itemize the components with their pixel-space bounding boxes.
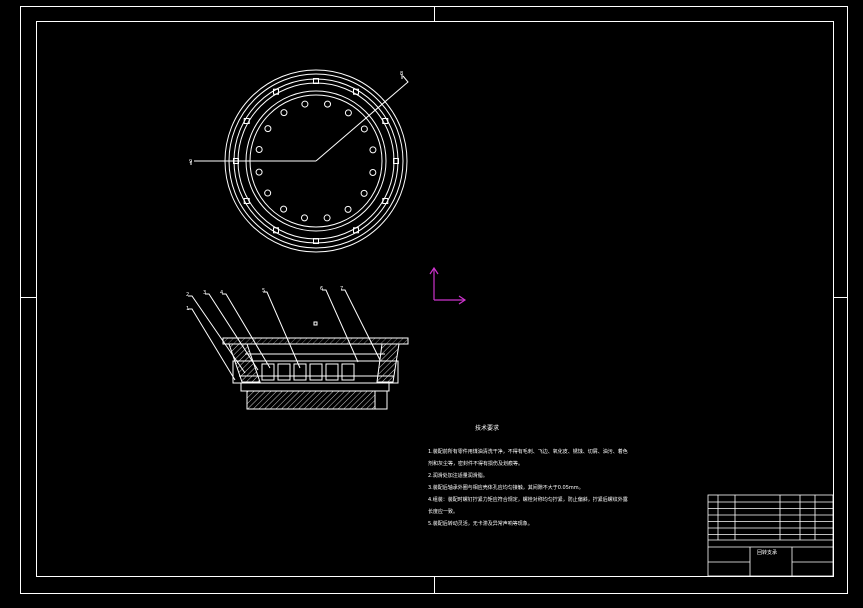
roller [309,363,323,381]
note-line: 4.组装：装配时螺钉拧紧力矩应符合规定，螺栓对称均匀拧紧，防止偏斜，拧紧后螺纹外… [428,497,628,503]
ring-slot [382,198,389,204]
bolt-hole [264,125,272,133]
leader-label-5: 5 [262,288,266,294]
bolt-hole [300,214,308,222]
note-line: 剂和灰尘等，密封件不得有损伤及划痕等。 [428,461,524,467]
rollers [261,363,355,381]
note-line: 1.装配前所有零件用煤油清洗干净，不得有毛刺、飞边、氧化皮、锈蚀、切屑、油污、着… [428,449,628,455]
ring-slot [243,198,250,204]
roller [261,363,275,381]
ring-slot [273,88,279,95]
note-line: 长度应一致。 [428,509,459,515]
roller [325,363,339,381]
bolt-hole [360,189,368,197]
ring-slot [382,118,389,124]
leader-label-9: 9 [189,159,193,165]
leader-label-6: 6 [320,286,324,292]
notes-title: 技术要求 [475,425,500,432]
bolt-hole [255,145,263,153]
leader-label-1: 1 [186,306,190,312]
bolt-hole [344,109,352,117]
technical-notes: 1.装配前所有零件用煤油清洗干净，不得有毛刺、飞边、氧化皮、锈蚀、切屑、油污、着… [428,446,690,530]
drawing-name: 回转支承 [757,550,778,556]
bolt-hole [264,189,272,197]
ring-slot [393,158,399,164]
ucs-axis-icon [429,266,467,305]
leader-label-7: 7 [340,286,344,292]
ring-slots [233,78,399,244]
ring-slot [273,227,279,234]
roller [341,363,355,381]
leader-line-top [315,75,409,162]
bolt-hole [344,205,352,213]
bolt-holes [255,100,377,222]
bolt-hole [280,109,288,117]
leader-label-4: 4 [220,290,224,296]
leader-label-8: 8 [400,71,404,77]
bolt-hole [324,100,332,108]
section-view [188,289,409,410]
bolt-hole [360,125,368,133]
inner-frame [36,21,834,577]
ring-slot [353,88,359,95]
note-line: 3.装配后轴承外圈与相应壳体孔应均匀接触，其间隙不大于0.05mm。 [428,485,584,491]
roller [293,363,307,381]
roller [277,363,291,381]
bolt-hole [369,169,377,177]
bolt-hole [323,214,331,222]
ring-slot [313,78,319,84]
title-block [707,494,834,577]
note-line: 5.装配后转动灵活，无卡滞及异常声响等现象。 [428,521,533,527]
bolt-hole [301,100,309,108]
ring-slot [313,238,319,244]
center-marks [20,6,848,593]
leader-label-3: 3 [203,290,207,296]
leader-label-2: 2 [186,292,190,298]
ring-slot [353,227,359,234]
plan-view [190,69,409,253]
ring-slot [243,118,250,124]
note-line: 2.润滑处加注适量润滑脂。 [428,473,488,479]
bolt-hole [255,168,263,176]
bolt-hole [369,146,377,154]
bolt-hole [280,205,288,213]
